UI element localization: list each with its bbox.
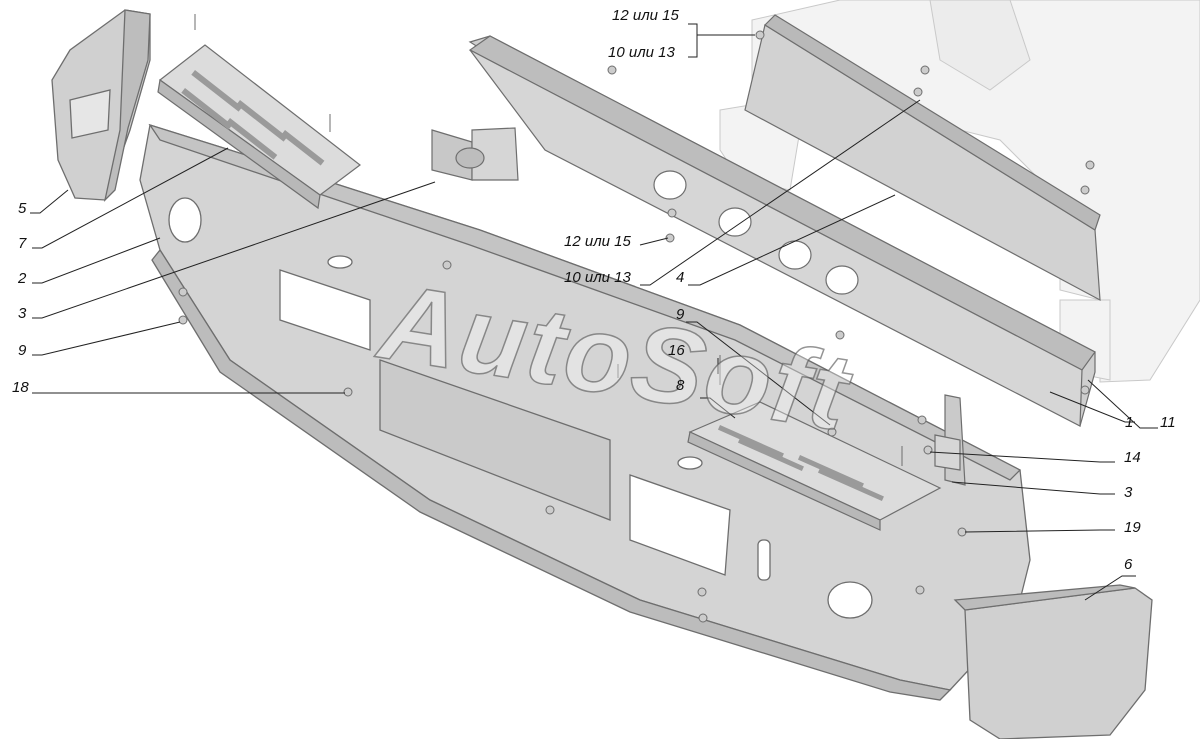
callout-4: 4 [676, 269, 685, 286]
callout-9-right: 9 [676, 306, 685, 323]
callout-5: 5 [18, 200, 27, 217]
callout-18: 18 [12, 379, 29, 396]
callout-10-13-mid: 10 или 13 [564, 269, 631, 286]
callout-10-13-top: 10 или 13 [608, 44, 675, 61]
callout-11: 11 [1160, 414, 1176, 431]
callout-1: 1 [1125, 414, 1134, 431]
callout-16: 16 [668, 342, 685, 359]
step-plate-left [157, 44, 361, 210]
callout-8: 8 [676, 377, 685, 394]
callout-6: 6 [1124, 556, 1133, 573]
end-cap-left [51, 9, 151, 203]
callout-2: 2 [18, 270, 27, 287]
callout-12-15-mid: 12 или 15 [564, 233, 631, 250]
leader-lines [30, 23, 1158, 601]
callout-7: 7 [18, 235, 27, 252]
fasteners [178, 14, 1095, 623]
callout-14: 14 [1124, 449, 1141, 466]
bracket-left [431, 127, 519, 181]
callout-3-right: 3 [1124, 484, 1133, 501]
crossbar-channel [468, 35, 1096, 427]
frame-plate [744, 14, 1101, 302]
callout-9-left: 9 [18, 342, 27, 359]
callout-12-15-top: 12 или 15 [612, 7, 679, 24]
bumper-beam [139, 123, 1031, 701]
step-plate-right [687, 401, 942, 531]
end-cap-right [953, 584, 1153, 739]
callout-3-left: 3 [18, 305, 27, 322]
bracket-right [934, 394, 966, 486]
callout-19: 19 [1124, 519, 1141, 536]
